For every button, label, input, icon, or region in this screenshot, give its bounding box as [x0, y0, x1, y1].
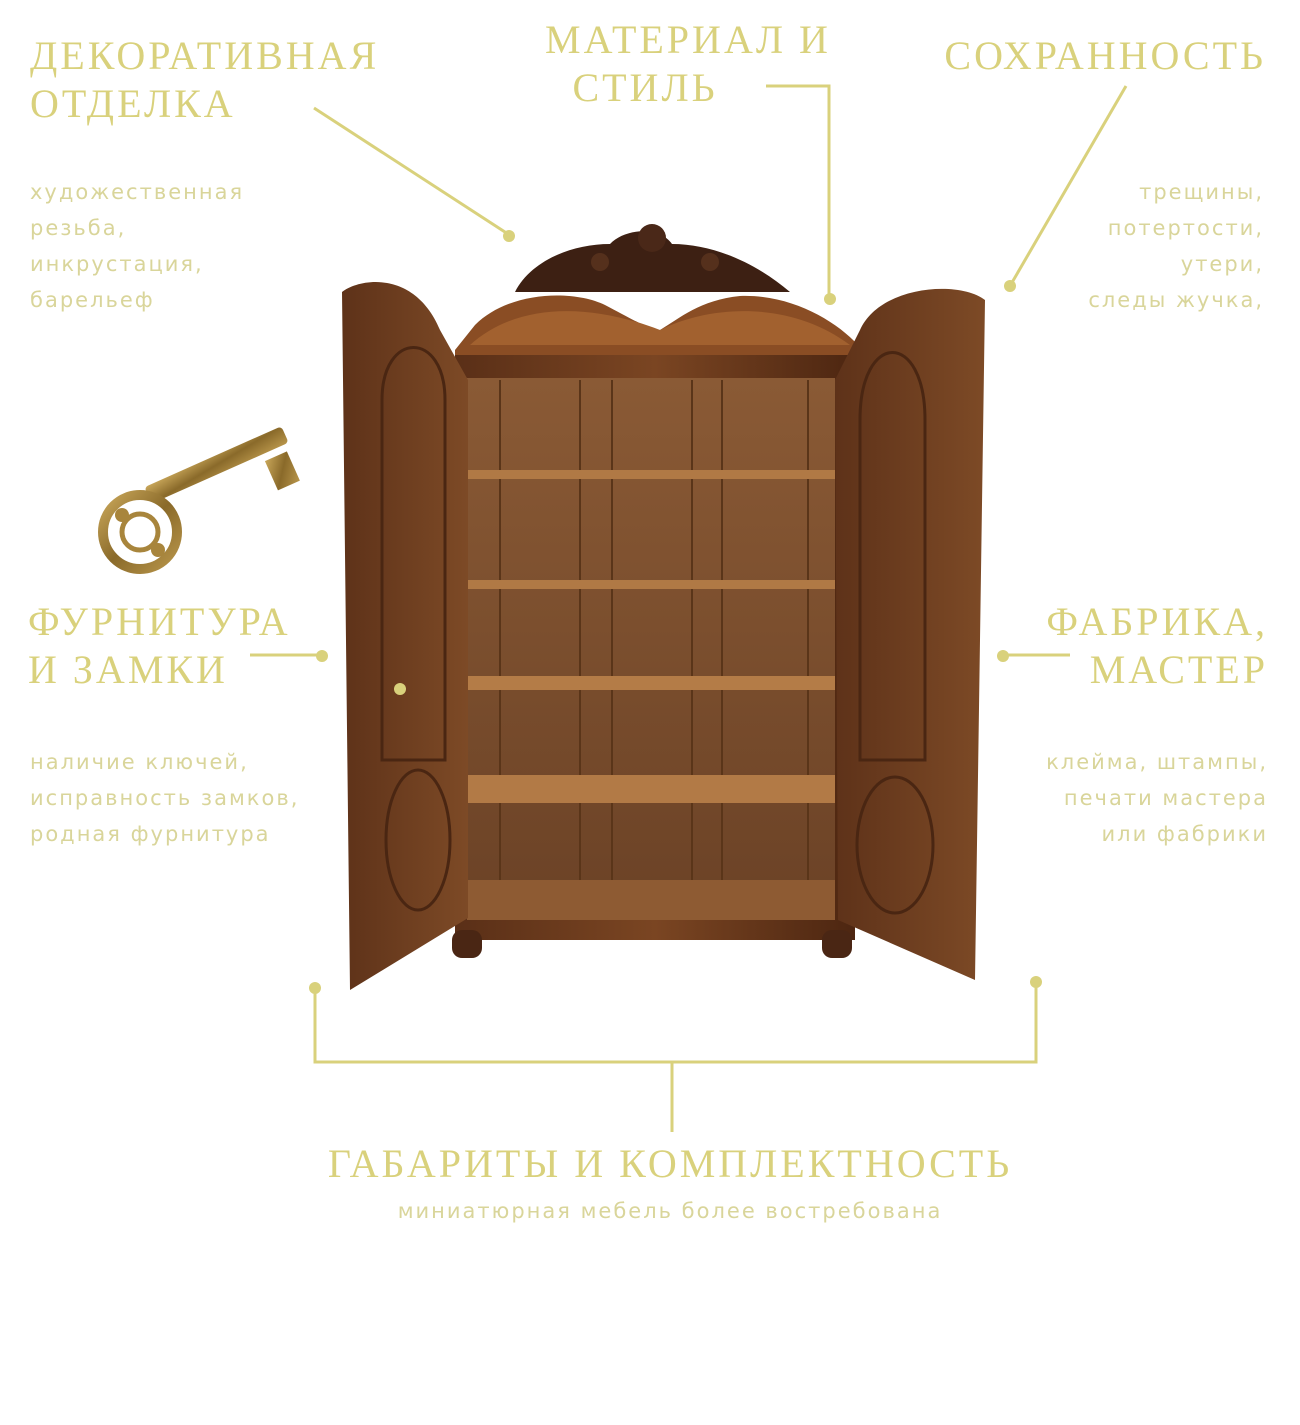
maker-description: клейма, штампы, печати мастера или фабри…	[1046, 750, 1268, 846]
maker-title: ФАБРИКА, МАСТЕР	[1046, 599, 1268, 692]
connector-dots	[309, 230, 1042, 994]
hardware-description: наличие ключей, исправность замков, родн…	[30, 750, 300, 846]
condition-description: трещины, потертости, утери, следы жучка,	[1088, 180, 1264, 312]
cabinet-image	[342, 224, 985, 990]
size-title: ГАБАРИТЫ И КОМПЛЕКТНОСТЬ	[327, 1141, 1013, 1186]
size-description: миниатюрная мебель более востребована	[397, 1199, 943, 1223]
hardware-title: ФУРНИТУРА И ЗАМКИ	[28, 599, 291, 692]
key-image	[98, 427, 300, 574]
material-title: МАТЕРИАЛ И СТИЛЬ	[545, 17, 831, 110]
decor-title: ДЕКОРАТИВНАЯ ОТДЕЛКА	[30, 33, 380, 126]
condition-title: СОХРАННОСТЬ	[944, 33, 1266, 78]
decor-description: художественная резьба, инкрустация, баре…	[30, 180, 245, 312]
connector-lines	[250, 84, 1128, 1132]
